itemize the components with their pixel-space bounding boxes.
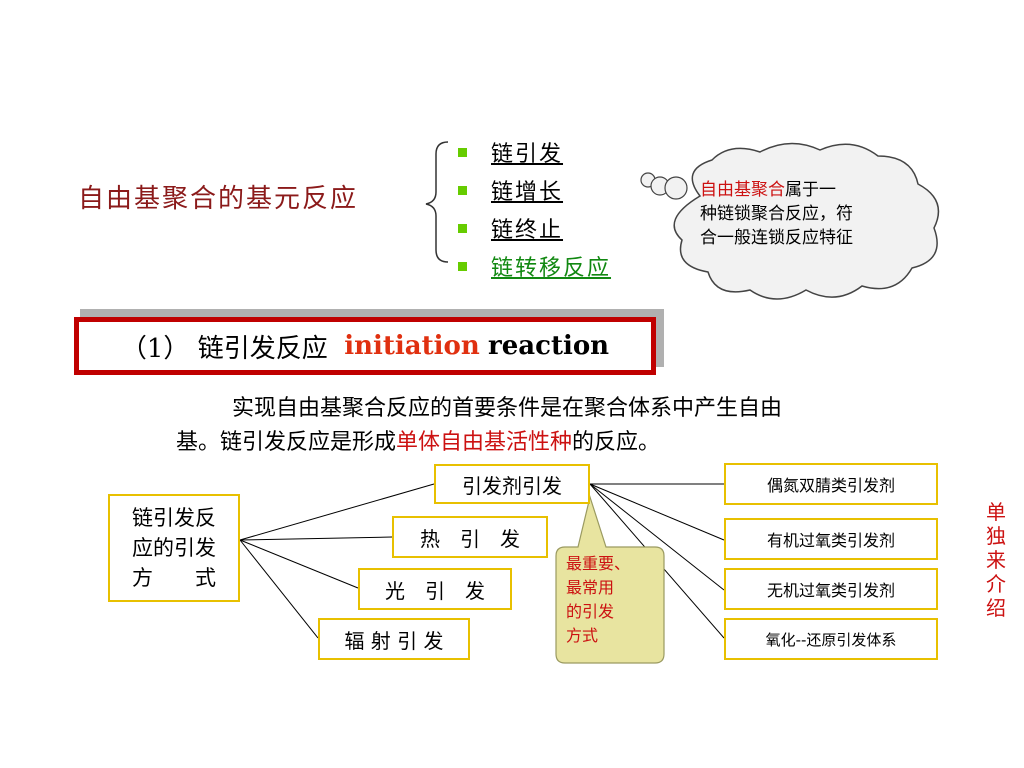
callout-line: 的引发	[566, 602, 615, 621]
step-item-transfer: 链转移反应	[458, 250, 611, 282]
side-note-char: 来	[986, 548, 1006, 572]
paragraph-line: 基。链引发反应是形成	[176, 430, 397, 455]
method-radiation: 辐 射 引 发	[318, 618, 470, 660]
paragraph-highlight: 单体自由基活性种	[396, 430, 573, 455]
cloud-line: 合一般连锁反应特征	[700, 228, 853, 248]
side-note-char: 单	[986, 500, 1006, 524]
callout-line: 方式	[566, 626, 599, 645]
bullet-square-icon	[458, 261, 467, 271]
bullet-square-icon	[458, 147, 467, 157]
bullet-square-icon	[458, 185, 467, 195]
type-redox: 氧化--还原引发体系	[724, 618, 938, 660]
step-item-initiation: 链引发	[458, 136, 563, 168]
root-box: 链引发反 应的引发 方 式	[108, 494, 240, 602]
method-initiator: 引发剂引发	[434, 464, 590, 504]
bullet-square-icon	[458, 223, 467, 233]
step-label[interactable]: 链增长	[491, 180, 564, 205]
root-line: 链引发反	[132, 506, 216, 530]
side-note-char: 绍	[986, 596, 1006, 620]
type-azo: 偶氮双腈类引发剂	[724, 463, 938, 505]
section-prefix: （1） 链引发反应	[120, 333, 328, 364]
step-label[interactable]: 链引发	[491, 142, 564, 167]
intro-paragraph: 实现自由基聚合反应的首要条件是在聚合体系中产生自由 基。链引发反应是形成单体自由…	[176, 392, 956, 460]
step-label[interactable]: 链转移反应	[491, 256, 612, 281]
cloud-note: 自由基聚合属于一 种链锁聚合反应，符 合一般连锁反应特征	[700, 178, 920, 250]
root-line: 方 式	[132, 566, 216, 590]
paragraph-line: 实现自由基聚合反应的首要条件是在聚合体系中产生自由	[232, 396, 783, 421]
cloud-line: 种链锁聚合反应，符	[700, 204, 853, 224]
callout-text: 最重要、 最常用 的引发 方式	[566, 552, 666, 648]
cloud-line: 属于一	[785, 180, 836, 200]
side-note-char: 独	[986, 524, 1006, 548]
method-thermal: 热 引 发	[392, 516, 548, 558]
cloud-highlight: 自由基聚合	[700, 180, 785, 200]
left-brace	[425, 141, 449, 263]
main-heading: 自由基聚合的基元反应	[78, 184, 359, 214]
callout-line: 最常用	[566, 578, 615, 597]
section-term-en: initiation	[344, 331, 480, 361]
step-item-propagation: 链增长	[458, 174, 563, 206]
type-organic-peroxide: 有机过氧类引发剂	[724, 518, 938, 560]
method-photo: 光 引 发	[358, 568, 512, 610]
thought-cloud	[640, 142, 940, 300]
callout-line: 最重要、	[566, 554, 631, 573]
paragraph-line: 的反应。	[572, 430, 661, 455]
type-inorganic-peroxide: 无机过氧类引发剂	[724, 568, 938, 610]
section-title: （1） 链引发反应 initiation reaction	[74, 317, 656, 375]
callout-bubble	[555, 494, 665, 664]
section-word-en: reaction	[488, 331, 610, 361]
step-item-termination: 链终止	[458, 212, 563, 244]
side-note-char: 介	[986, 572, 1006, 596]
root-line: 应的引发	[132, 536, 216, 560]
side-note: 单 独 来 介 绍	[986, 500, 1012, 620]
step-label[interactable]: 链终止	[491, 218, 564, 243]
